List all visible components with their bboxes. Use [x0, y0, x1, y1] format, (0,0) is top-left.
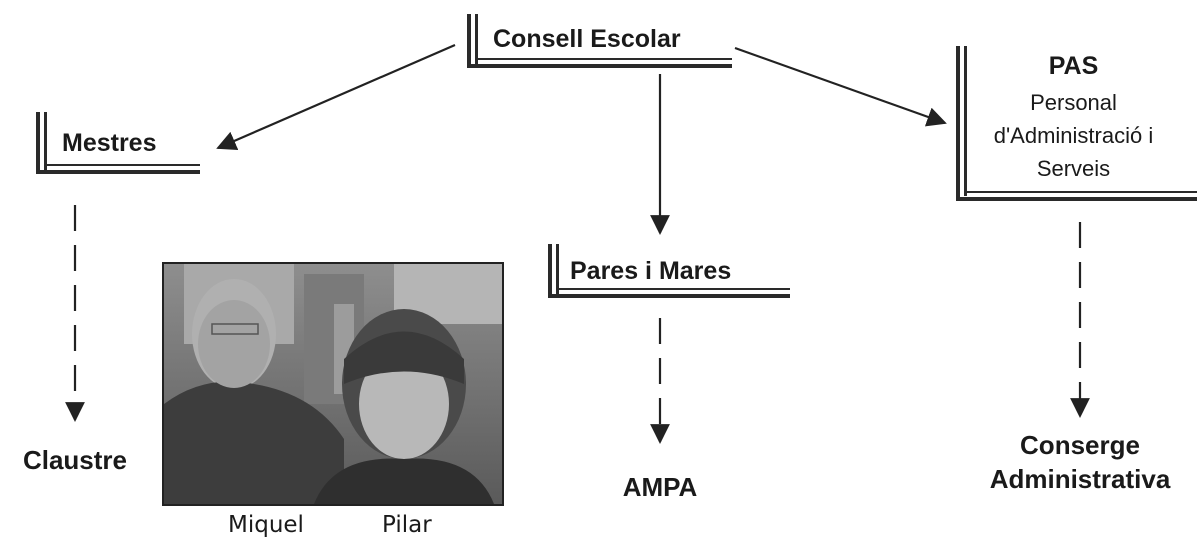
arrow-consell-to-pas — [734, 46, 947, 127]
consell-escolar-node: Consell Escolar — [467, 14, 732, 70]
pas-title: PAS — [1048, 52, 1099, 80]
pares-i-mares-label: Pares i Mares — [570, 257, 732, 285]
pas-line-1: Personal — [1030, 90, 1117, 115]
consell-escolar-label: Consell Escolar — [493, 25, 681, 53]
arrow-consell-to-mestres — [216, 43, 456, 150]
photo-caption-miquel: Miquel — [228, 512, 304, 538]
photo-caption-pilar: Pilar — [382, 512, 432, 538]
pas-node: PAS Personal d'Administració i Serveis — [956, 46, 1197, 203]
conserge-label-line-1: Conserge — [1020, 430, 1140, 460]
photo-illustration — [164, 264, 502, 504]
pas-line-2: d'Administració i — [993, 123, 1154, 148]
mestres-label: Mestres — [62, 129, 157, 157]
conserge-label-line-2: Administrativa — [989, 464, 1171, 494]
claustre-label: Claustre — [22, 445, 128, 475]
ampa-label: AMPA — [622, 472, 698, 502]
pas-line-3: Serveis — [1036, 156, 1111, 181]
photo-miquel-and-pilar — [162, 262, 504, 506]
pares-i-mares-node: Pares i Mares — [548, 244, 790, 300]
mestres-node: Mestres — [36, 112, 200, 176]
